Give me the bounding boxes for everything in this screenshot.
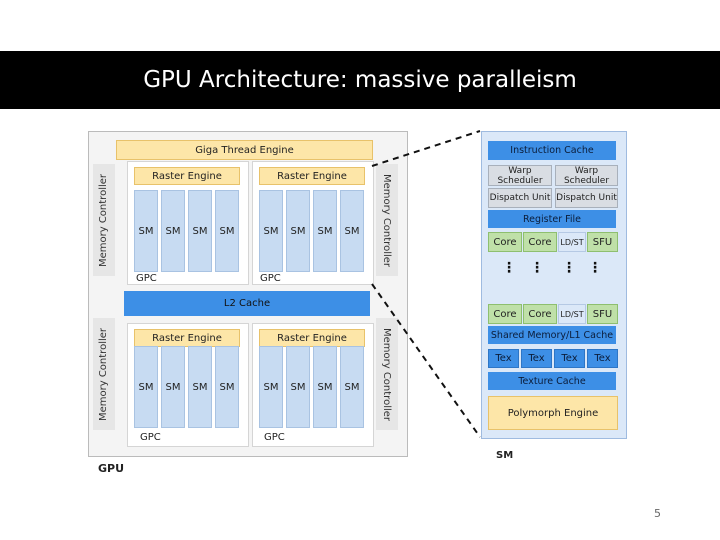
tex-unit: Tex bbox=[587, 349, 618, 368]
memory-controller-left-top: Memory Controller bbox=[93, 164, 115, 276]
ldst-unit: LD/ST bbox=[558, 232, 586, 252]
core-unit: Core bbox=[523, 232, 557, 252]
sm-block: SM bbox=[286, 346, 310, 428]
sm-block: SM bbox=[134, 190, 158, 272]
sm-block: SM bbox=[161, 190, 185, 272]
ellipsis-dots: ⋮ bbox=[530, 260, 544, 276]
sm-block: SM bbox=[313, 346, 337, 428]
warp-scheduler: Warp Scheduler bbox=[555, 165, 618, 186]
gpc-label: GPC bbox=[140, 432, 161, 443]
raster-engine: Raster Engine bbox=[259, 167, 365, 185]
sm-block: SM bbox=[259, 190, 283, 272]
ldst-unit: LD/ST bbox=[558, 304, 586, 324]
gpc-label: GPC bbox=[260, 273, 281, 284]
sfu-unit: SFU bbox=[587, 232, 618, 252]
sm-block: SM bbox=[215, 190, 239, 272]
title-bar bbox=[0, 51, 720, 109]
raster-engine: Raster Engine bbox=[134, 329, 240, 347]
core-unit: Core bbox=[488, 304, 522, 324]
sm-block: SM bbox=[134, 346, 158, 428]
connector-line-top bbox=[371, 130, 481, 167]
sm-panel-label: SM bbox=[496, 450, 514, 461]
l2-cache: L2 Cache bbox=[124, 291, 370, 316]
tex-unit: Tex bbox=[488, 349, 519, 368]
dispatch-unit: Dispatch Unit bbox=[555, 188, 618, 208]
sm-block: SM bbox=[161, 346, 185, 428]
sm-block: SM bbox=[259, 346, 283, 428]
gpc-label: GPC bbox=[264, 432, 285, 443]
sm-block: SM bbox=[340, 190, 364, 272]
sfu-unit: SFU bbox=[587, 304, 618, 324]
gpc-label: GPC bbox=[136, 273, 157, 284]
tex-unit: Tex bbox=[521, 349, 552, 368]
sm-block: SM bbox=[215, 346, 239, 428]
gpu-label: GPU bbox=[98, 462, 125, 475]
ellipsis-dots: ⋮ bbox=[502, 260, 516, 276]
core-unit: Core bbox=[488, 232, 522, 252]
memory-controller-left-bottom: Memory Controller bbox=[93, 318, 115, 430]
ellipsis-dots: ⋮ bbox=[588, 260, 602, 276]
polymorph-engine: Polymorph Engine bbox=[488, 396, 618, 430]
sm-block: SM bbox=[313, 190, 337, 272]
sm-block: SM bbox=[188, 190, 212, 272]
memory-controller-right-top: Memory Controller bbox=[376, 164, 398, 276]
ellipsis-dots: ⋮ bbox=[562, 260, 576, 276]
instruction-cache: Instruction Cache bbox=[488, 141, 616, 160]
tex-unit: Tex bbox=[554, 349, 585, 368]
texture-cache: Texture Cache bbox=[488, 372, 616, 390]
raster-engine: Raster Engine bbox=[134, 167, 240, 185]
sm-block: SM bbox=[340, 346, 364, 428]
warp-scheduler: Warp Scheduler bbox=[488, 165, 552, 186]
slide-title: GPU Architecture: massive paralleism bbox=[143, 67, 577, 93]
dispatch-unit: Dispatch Unit bbox=[488, 188, 552, 208]
giga-thread-engine: Giga Thread Engine bbox=[116, 140, 373, 160]
shared-memory-l1-cache: Shared Memory/L1 Cache bbox=[488, 326, 616, 344]
page-number: 5 bbox=[654, 507, 661, 520]
sm-block: SM bbox=[286, 190, 310, 272]
sm-block: SM bbox=[188, 346, 212, 428]
raster-engine: Raster Engine bbox=[259, 329, 365, 347]
core-unit: Core bbox=[523, 304, 557, 324]
register-file: Register File bbox=[488, 210, 616, 228]
memory-controller-right-bottom: Memory Controller bbox=[376, 318, 398, 430]
connector-line-bottom bbox=[371, 283, 481, 438]
